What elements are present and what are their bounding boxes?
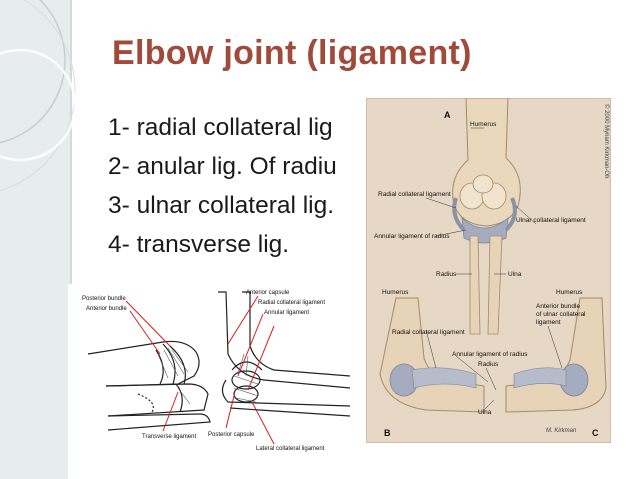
- panel-a-letter: A: [444, 110, 451, 120]
- medial-ligament-hatching: [157, 347, 191, 405]
- label-annular-ligament: Annular ligament: [264, 310, 309, 316]
- bullet-item: 3- ulnar collateral lig.: [108, 192, 335, 219]
- label-lateral-collateral-ligament: Lateral collateral ligament: [256, 446, 325, 452]
- elbow-line-drawing: Posterior bundle Anterior bundle Transve…: [68, 284, 360, 479]
- label-radius-top: Radius: [436, 271, 457, 278]
- label-anterior-bundle-line2: of ulnar collateral: [536, 311, 586, 318]
- label-anterior-bundle-line3: ligament: [536, 319, 561, 326]
- label-radius-bottom: Radius: [478, 361, 499, 368]
- lateral-ligament-hatching: [233, 353, 259, 403]
- red-pointer-lines: [125, 295, 275, 445]
- slide-title: Elbow joint (ligament): [112, 34, 472, 72]
- label-ulnar-collateral-ligament: Ulnar collateral ligament: [516, 217, 586, 224]
- label-radial-collateral-ligament: Radial collateral ligament: [378, 191, 451, 198]
- label-radial-collateral-ligament: Radial collateral ligament: [258, 300, 325, 306]
- label-ulna-top: Ulna: [508, 271, 522, 278]
- decorative-side-band: [0, 0, 70, 479]
- panel-b-illustration: [379, 297, 485, 413]
- label-posterior-capsule: Posterior capsule: [208, 432, 255, 438]
- panel-b-letter: B: [384, 428, 391, 438]
- panel-a-illustration: [452, 98, 521, 335]
- label-posterior-bundle: Posterior bundle: [82, 296, 126, 302]
- bullet-list: 1- radial collateral lig 2- anular lig. …: [108, 108, 337, 264]
- label-annular-ligament-bottom: Annular ligament of radius: [452, 351, 528, 358]
- label-anterior-bundle-line1: Anterior bundle: [536, 303, 580, 310]
- label-anterior-capsule: Anterior capsule: [246, 290, 290, 296]
- label-anterior-bundle: Anterior bundle: [86, 306, 127, 312]
- bullet-item: 4- transverse lig.: [108, 231, 290, 258]
- artist-signature: M. Kirkman: [546, 428, 577, 434]
- copyright-notice: © 2000 Myriam Kirkman-Oh: [603, 104, 610, 178]
- elbow-color-illustration: A Humerus Radial collateral ligament Uln…: [366, 98, 611, 443]
- decorative-band-edge: [70, 0, 72, 479]
- panel-c-illustration: [505, 297, 607, 413]
- medial-elbow-sketch: [87, 340, 211, 431]
- bullet-item: 1- radial collateral lig: [108, 114, 333, 141]
- label-transverse-ligament: Transverse ligament: [142, 434, 196, 440]
- panel-c-letter: C: [592, 428, 599, 438]
- label-radial-collateral-ligament-b: Radial collateral ligament: [392, 329, 465, 336]
- label-ulna-bottom: Ulna: [478, 409, 492, 416]
- illustration-leader-lines: [425, 127, 563, 411]
- label-humerus-top: Humerus: [470, 121, 497, 128]
- label-annular-ligament-top: Annular ligament of radius: [374, 233, 450, 240]
- label-humerus-right: Humerus: [556, 289, 583, 296]
- label-humerus-left: Humerus: [382, 289, 409, 296]
- bullet-item: 2- anular lig. Of radiu: [108, 153, 337, 180]
- decorative-rings: [0, 0, 77, 192]
